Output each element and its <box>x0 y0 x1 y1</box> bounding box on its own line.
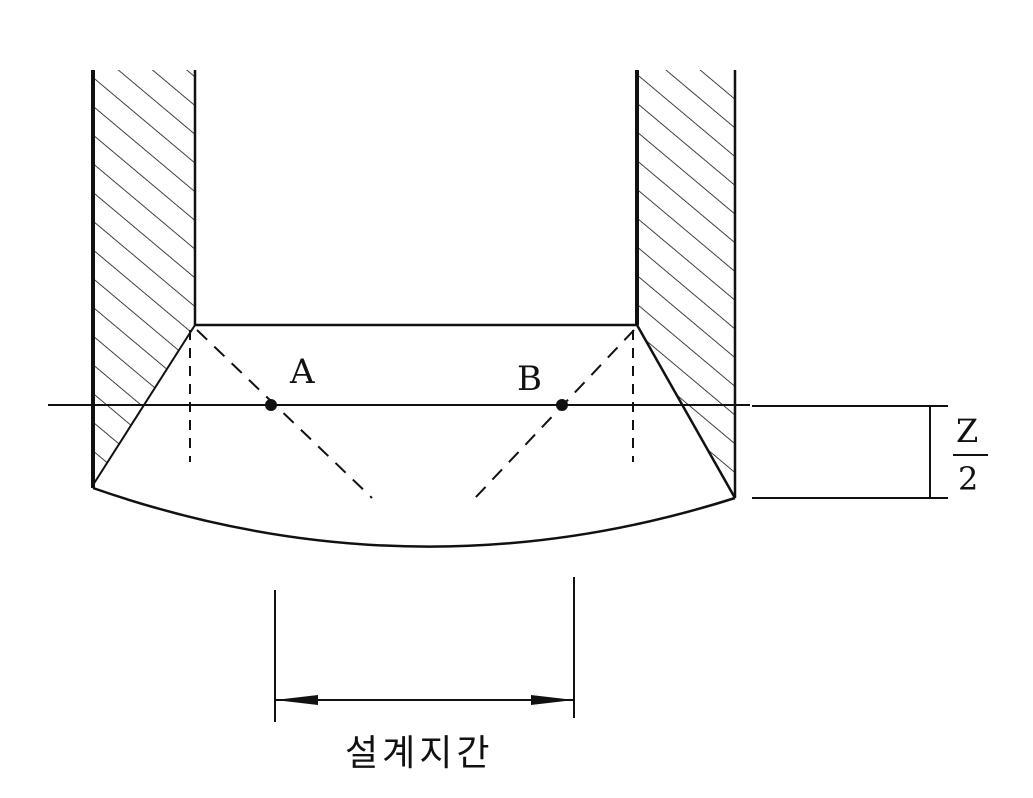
right-wall <box>635 70 737 499</box>
point-b-marker <box>556 399 568 411</box>
arrowhead-right-icon <box>531 695 574 705</box>
point-a-label: A <box>289 352 315 392</box>
point-a-marker <box>265 399 277 411</box>
curved-bottom <box>92 486 736 548</box>
diagonal-dash-left <box>196 329 373 499</box>
left-wall <box>91 70 197 488</box>
design-span-dimension: 설계지간 <box>274 577 575 774</box>
z-half-dimension: Z 2 <box>752 405 988 499</box>
z-numerator: Z <box>956 412 978 450</box>
point-b-label: B <box>517 359 542 399</box>
diagonal-dash-right <box>474 329 635 499</box>
arrowhead-left-icon <box>275 695 318 705</box>
design-span-label: 설계지간 <box>345 733 493 774</box>
z-denominator: 2 <box>958 460 978 498</box>
